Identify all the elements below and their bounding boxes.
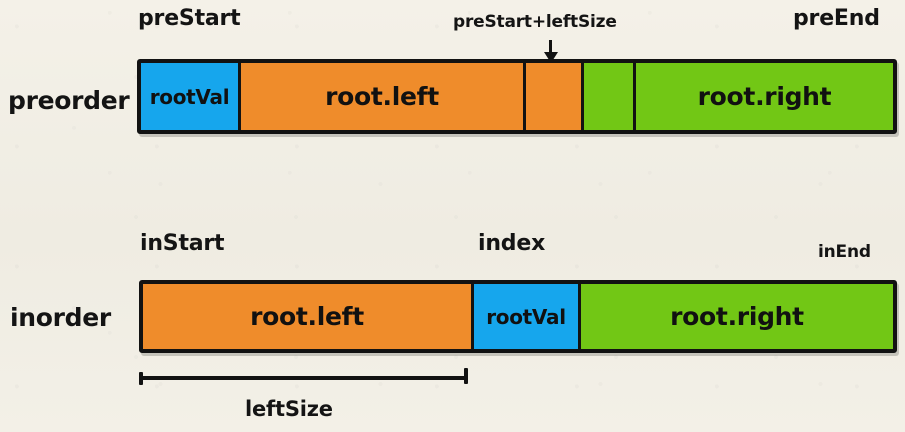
- inorder-segment-root-left: root.left: [143, 284, 471, 349]
- leftsize-bracket: [139, 368, 468, 386]
- inorder-instart-label: inStart: [140, 231, 225, 256]
- preorder-prestart-plus-leftsize-label: preStart+leftSize: [453, 12, 617, 32]
- prestart-leftsize-arrow-shaft: [549, 40, 552, 54]
- preorder-segment-left-tail: [523, 63, 581, 130]
- leftsize-label: leftSize: [245, 397, 333, 421]
- leftsize-bracket-bar: [139, 376, 468, 380]
- preorder-segment-root-right: root.right: [633, 63, 893, 130]
- preorder-preend-label: preEnd: [793, 6, 880, 31]
- inorder-row-label: inorder: [10, 303, 111, 332]
- inorder-array-bar: root.left rootVal root.right: [139, 280, 897, 353]
- inorder-inend-label: inEnd: [818, 242, 871, 262]
- inorder-index-label: index: [478, 231, 546, 256]
- preorder-segment-root-left: root.left: [238, 63, 523, 130]
- preorder-prestart-label: preStart: [138, 6, 241, 31]
- inorder-segment-rootval: rootVal: [471, 284, 578, 349]
- preorder-segment-rootval: rootVal: [141, 63, 238, 130]
- preorder-array-bar: rootVal root.left root.right: [137, 59, 897, 134]
- leftsize-bracket-tick-right: [464, 368, 468, 384]
- prestart-leftsize-arrow-head: [544, 52, 558, 63]
- preorder-row-label: preorder: [8, 86, 130, 115]
- inorder-segment-root-right: root.right: [578, 284, 893, 349]
- preorder-segment-right-head: [581, 63, 633, 130]
